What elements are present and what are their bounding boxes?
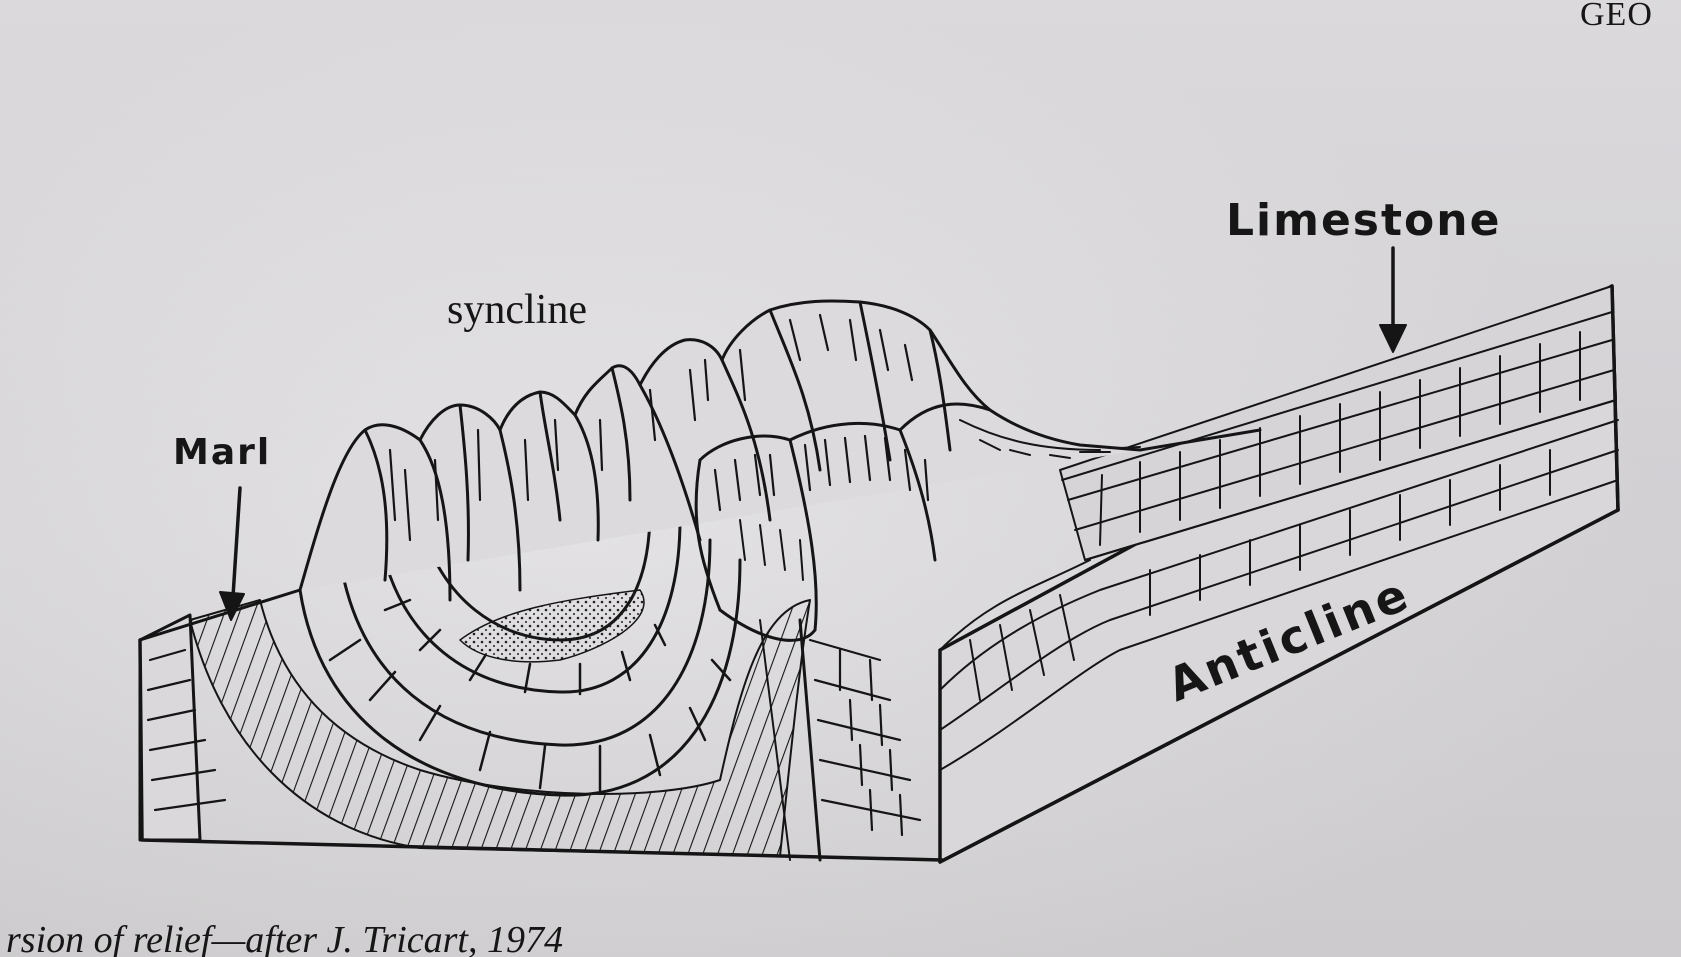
header-fragment: GEO — [1580, 0, 1653, 34]
label-syncline: syncline — [447, 286, 587, 334]
limestone-arrow — [1380, 248, 1406, 352]
figure-caption: rsion of relief—after J. Tricart, 1974 — [6, 918, 563, 957]
marl-arrow — [220, 488, 244, 620]
syncline-front-block — [140, 510, 942, 860]
label-limestone: Limestone — [1226, 195, 1501, 246]
anticline-plateau-block — [940, 286, 1618, 862]
label-marl: Marl — [173, 432, 271, 473]
